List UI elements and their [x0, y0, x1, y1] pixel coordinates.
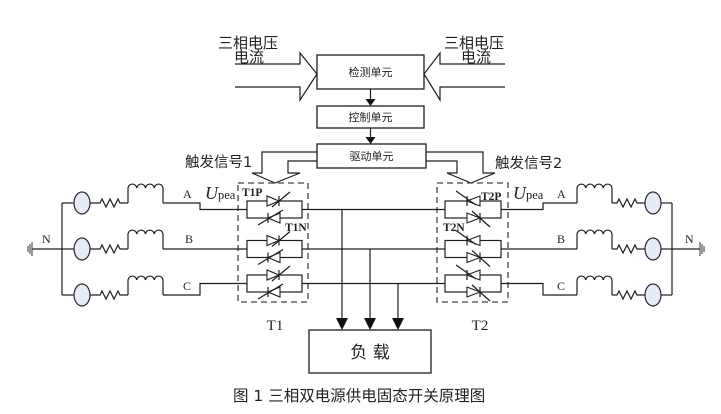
t2-thyristor-pair-c	[444, 264, 502, 302]
load-feed-c-arrowhead	[392, 318, 404, 330]
right-voltage-symbol: U	[513, 183, 527, 203]
left-inductor-a	[127, 183, 164, 203]
drive-unit-box	[316, 143, 427, 169]
t1-label: T1	[267, 318, 284, 334]
trigger-signal-1-label: 触发信号1	[185, 154, 252, 171]
thyristor-reverse-icon	[465, 269, 481, 281]
thyristor-forward-icon	[266, 234, 281, 247]
detection-unit-box	[316, 54, 425, 90]
t2p-label: T2P	[481, 191, 501, 203]
right-source-c	[644, 283, 662, 307]
left-source-network: N A B C Upea	[27, 183, 247, 307]
right-voltage-subscript: pea	[526, 188, 544, 202]
thyristor-forward-icon	[266, 269, 281, 281]
load: 负 载	[308, 329, 432, 374]
right-voltage-label: Upea	[513, 183, 544, 203]
left-voltage-subscript: pea	[218, 188, 236, 202]
figure-caption: 图 1 三相双电源供电固态开关原理图	[233, 387, 485, 405]
right-line-a	[501, 202, 577, 211]
right-phase-a	[501, 183, 672, 215]
right-inductor-b	[576, 229, 613, 249]
right-resistor-b	[612, 243, 645, 255]
left-line-a	[163, 202, 247, 211]
t1-thyristor-pair-c	[246, 265, 303, 300]
load-feed-a-arrowhead	[336, 318, 348, 330]
left-resistor-b	[90, 243, 128, 255]
thyristor-forward-icon	[466, 212, 482, 224]
thyristor-forward-icon	[466, 286, 482, 298]
left-phase-label-c: C	[183, 279, 191, 293]
left-input-label-line1: 三相电压	[218, 34, 278, 52]
right-neutral-label: N	[685, 232, 694, 246]
t1-thyristor-pair-b	[246, 231, 303, 266]
t2-label: T2	[472, 318, 489, 334]
drive-unit: 驱动单元	[316, 143, 427, 169]
switch-t1: T1P T1N T1	[242, 187, 307, 334]
left-voltage-label: Upea	[205, 183, 236, 203]
trigger-arrow-1	[251, 151, 317, 184]
right-resistor-a	[612, 197, 645, 209]
right-ground-icon	[699, 242, 705, 256]
detection-unit: 检测单元	[316, 54, 425, 90]
control-unit: 控制单元	[316, 105, 425, 129]
trigger-arrow-2	[426, 151, 496, 184]
right-input-label-line1: 三相电压	[444, 34, 504, 52]
left-voltage-symbol: U	[205, 183, 219, 203]
left-source-b	[73, 237, 91, 261]
left-ground-icon	[27, 242, 33, 256]
t1n-label: T1N	[285, 222, 307, 234]
right-line-c	[501, 282, 577, 296]
load-box	[308, 329, 432, 374]
right-source-b	[644, 237, 662, 261]
left-source-a	[73, 191, 91, 215]
thyristor-forward-icon	[266, 195, 281, 207]
left-source-c	[73, 283, 91, 307]
t2-thyristor-pair-b	[444, 230, 502, 267]
left-inductor-b	[127, 229, 164, 249]
right-phase-label-c: C	[557, 279, 565, 293]
left-phase-b	[62, 229, 247, 261]
left-phase-a	[62, 183, 247, 215]
load-label: 负 载	[350, 343, 389, 363]
left-line-c	[163, 282, 247, 296]
control-to-drive-arrowhead	[365, 137, 376, 144]
t1p-label: T1P	[242, 187, 262, 199]
left-neutral-label: N	[42, 232, 51, 246]
load-bus	[302, 208, 445, 330]
control-unit-label: 控制单元	[349, 110, 393, 124]
right-source-a	[644, 191, 662, 215]
right-phase-label-a: A	[557, 187, 566, 201]
switch-t1-border	[237, 182, 309, 303]
switch-t2: T2P T2N T2	[443, 190, 502, 334]
right-inductor-c	[576, 275, 613, 295]
right-phase-c	[501, 275, 672, 307]
detection-unit-label: 检测单元	[349, 65, 393, 79]
thyristor-reverse-icon	[465, 234, 481, 247]
left-phase-label-a: A	[183, 187, 192, 201]
right-resistor-c	[612, 289, 645, 301]
right-source-network: Upea A B C	[501, 183, 705, 307]
drive-unit-label: 驱动单元	[350, 150, 394, 163]
trigger-signal-2-label: 触发信号2	[495, 155, 562, 172]
switch-t2-border	[436, 182, 509, 303]
thyristor-forward-icon	[466, 251, 482, 264]
left-inductor-c	[127, 275, 164, 295]
left-phase-c	[62, 275, 247, 307]
thyristor-reverse-icon	[465, 195, 481, 207]
right-phase-label-b: B	[557, 232, 565, 246]
right-phase-b	[501, 229, 672, 261]
left-input-label-line2: 电流	[234, 48, 264, 66]
right-input-label-line2: 电流	[461, 48, 491, 66]
right-inductor-a	[576, 183, 613, 203]
left-phase-label-b: B	[185, 232, 193, 246]
detection-to-control-arrowhead	[365, 99, 376, 106]
load-feed-b-arrowhead	[364, 318, 376, 330]
left-resistor-a	[90, 197, 128, 209]
left-resistor-c	[90, 289, 128, 301]
t2n-label: T2N	[443, 222, 465, 234]
